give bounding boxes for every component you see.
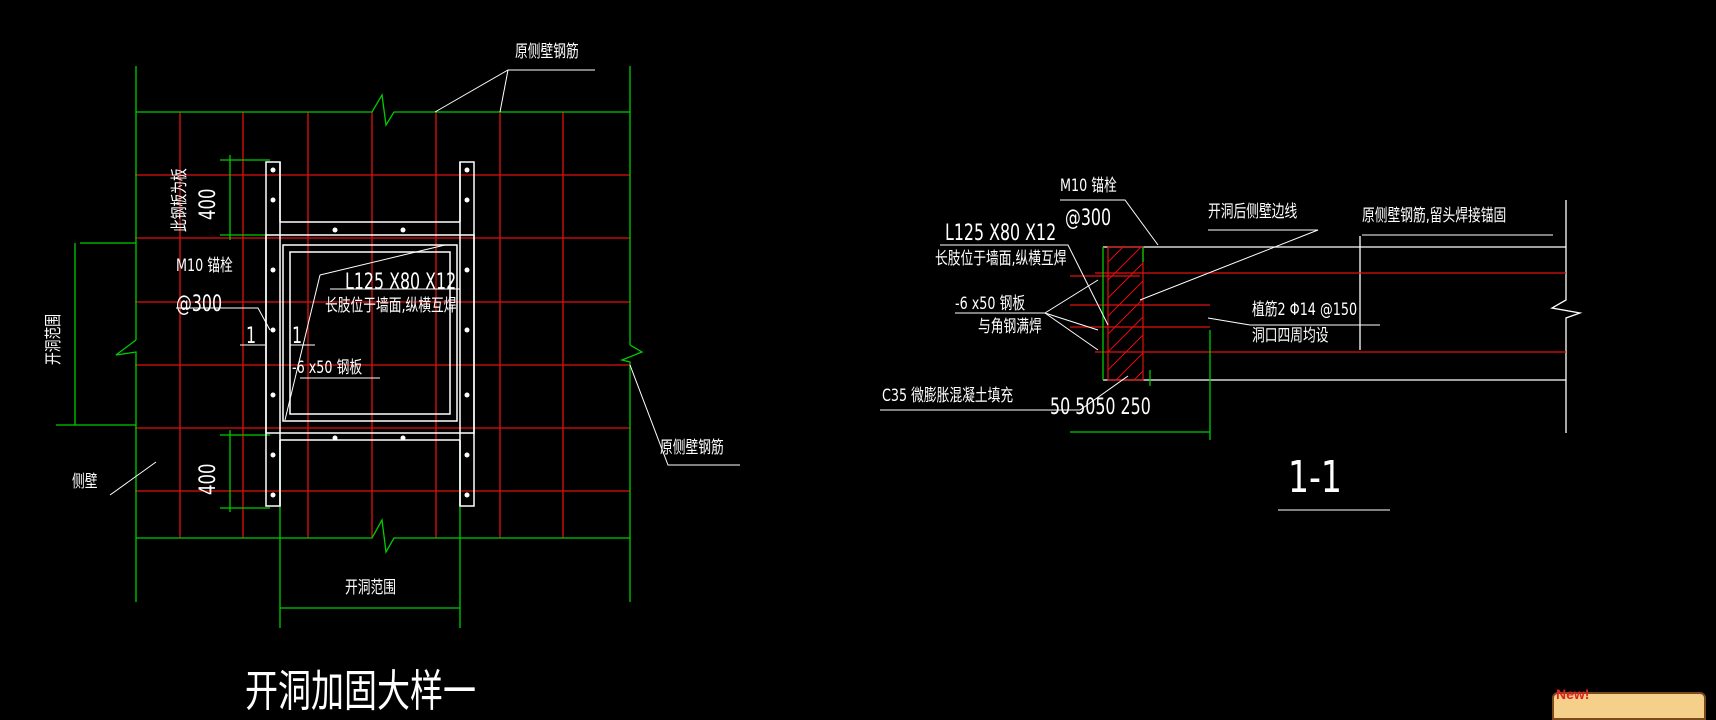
label-plate-note-b: 与角钢满焊: [978, 317, 1042, 337]
rebar-grid: [135, 112, 630, 538]
label-dims-b: 50 5050 250: [1050, 395, 1151, 420]
label-angle-note-a: 长肢位于墙面,纵横互焊: [325, 296, 457, 316]
label-top-rebar: 原侧壁钢筋: [515, 42, 579, 62]
label-plate-b: -6 x50 钢板: [955, 294, 1026, 314]
label-dim-top: 400: [196, 188, 221, 221]
label-right-rebar: 原侧壁钢筋: [660, 438, 724, 458]
label-angle-note-b: 长肢位于墙面,纵横互焊: [935, 249, 1067, 269]
label-dim-top-note: 此钢板为板: [170, 168, 190, 232]
label-angle-steel-a: L125 X80 X12: [345, 270, 457, 295]
section-mark-right: 1: [292, 324, 303, 349]
wall-outline: [56, 66, 644, 628]
label-side-wall: 侧壁: [72, 472, 98, 492]
label-orig-rebar-b: 原侧壁钢筋,留头焊接锚固: [1362, 206, 1507, 226]
new-badge[interactable]: New!: [1552, 686, 1712, 720]
label-edge-line: 开洞后侧壁边线: [1208, 202, 1298, 222]
detail-b-title: 1-1: [1288, 452, 1342, 503]
section-angles: [1070, 247, 1211, 440]
section-fill: [1107, 246, 1144, 381]
leaders-b: [880, 199, 1553, 511]
label-anchor-b: M10 锚栓: [1060, 176, 1117, 196]
detail-a-drawing: [56, 66, 740, 628]
label-opening-range-left: 开洞范围: [44, 314, 64, 365]
label-fill: C35 微膨胀混凝土填充: [882, 386, 1014, 406]
label-anchor-spacing-a: @300: [176, 292, 223, 317]
label-plate-a: -6 x50 钢板: [292, 358, 363, 378]
label-dim-bottom: 400: [196, 463, 221, 496]
detail-a-title: 开洞加固大样一: [245, 666, 476, 717]
steel-plates: [265, 161, 475, 507]
new-badge-label: New!: [1556, 686, 1590, 702]
label-angle-steel-b: L125 X80 X12: [945, 221, 1057, 246]
label-opening-range-bottom: 开洞范围: [345, 578, 396, 598]
label-anchor-spacing-b: @300: [1065, 206, 1112, 231]
label-planted-note: 洞口四周均设: [1252, 326, 1329, 346]
section-rebar: [1070, 272, 1566, 353]
leaders-a: [109, 69, 740, 496]
anchor-bolts: [270, 167, 470, 498]
section-outline: [1103, 200, 1583, 433]
label-anchor-a: M10 锚栓: [176, 256, 233, 276]
detail-b-drawing: [880, 199, 1583, 511]
section-mark-left: 1: [246, 324, 257, 349]
label-planted-rebar: 植筋2 Φ14 @150: [1252, 300, 1358, 320]
